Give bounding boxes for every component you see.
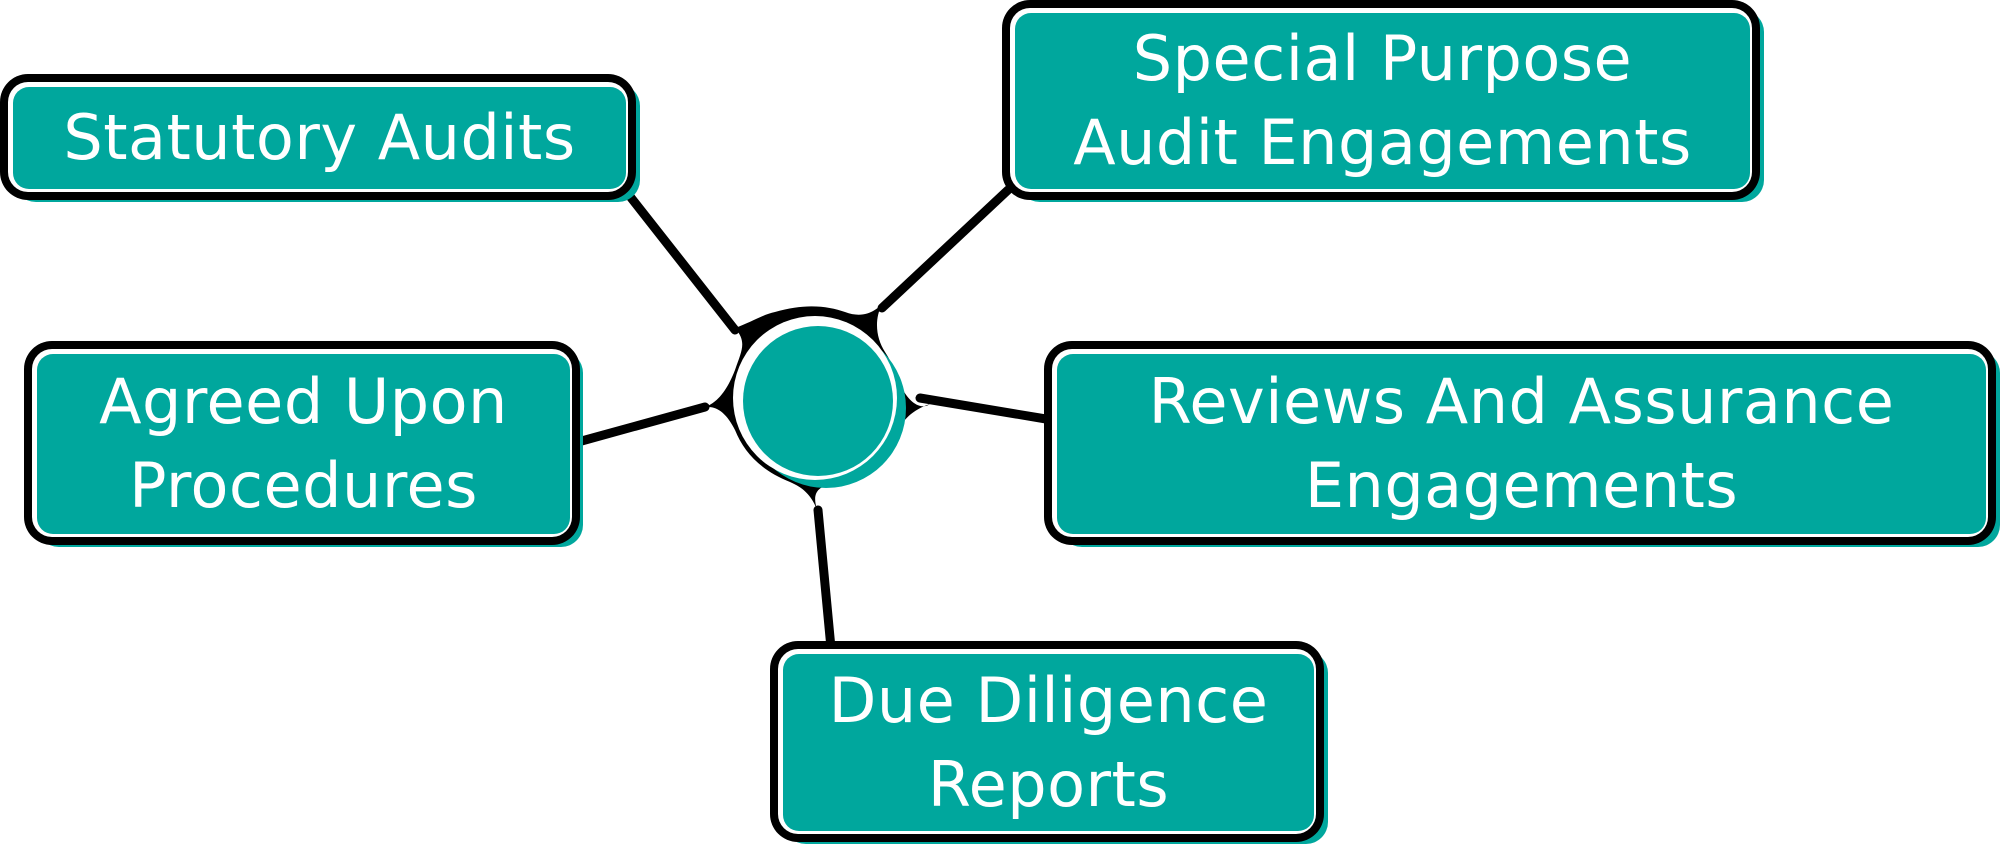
- node-fill: [13, 87, 626, 189]
- label-reviews-assurance: Reviews And Assurance Engagements: [1057, 354, 1986, 534]
- label-line: Engagements: [1304, 449, 1739, 522]
- connector-statutory-audits: [620, 185, 740, 335]
- connectors: [573, 185, 1057, 653]
- connector-special-purpose: [877, 185, 1013, 313]
- center-hub-circle: [743, 326, 893, 476]
- label-line: Agreed Upon: [99, 365, 508, 438]
- connector-agreed-upon: [573, 402, 710, 447]
- label-special-purpose: Special Purpose Audit Engagements: [1015, 13, 1750, 189]
- label-statutory-audits: Statutory Audits: [13, 87, 626, 189]
- node-fill: [783, 654, 1314, 831]
- label-line: Statutory Audits: [63, 101, 576, 174]
- connector-reviews-assurance: [915, 393, 1057, 425]
- label-line: Reviews And Assurance: [1148, 365, 1895, 438]
- label-line: Special Purpose: [1132, 22, 1633, 95]
- node-reviews-assurance: [1044, 341, 2000, 547]
- label-agreed-upon: Agreed Upon Procedures: [37, 354, 570, 534]
- center-hub: [702, 304, 930, 512]
- label-line: Reports: [927, 747, 1170, 821]
- node-fill: [1015, 13, 1750, 189]
- node-special-purpose: [1002, 0, 1764, 202]
- label-due-diligence: Due Diligence Reports: [783, 654, 1314, 831]
- label-line: Audit Engagements: [1073, 106, 1692, 179]
- label-line: Procedures: [129, 449, 478, 522]
- node-fill: [1057, 354, 1986, 534]
- node-statutory-audits: [0, 74, 640, 202]
- node-agreed-upon: [24, 341, 583, 547]
- label-line: Due Diligence: [828, 663, 1269, 737]
- node-fill: [37, 354, 570, 534]
- node-due-diligence: [770, 641, 1328, 844]
- connector-due-diligence: [813, 505, 836, 653]
